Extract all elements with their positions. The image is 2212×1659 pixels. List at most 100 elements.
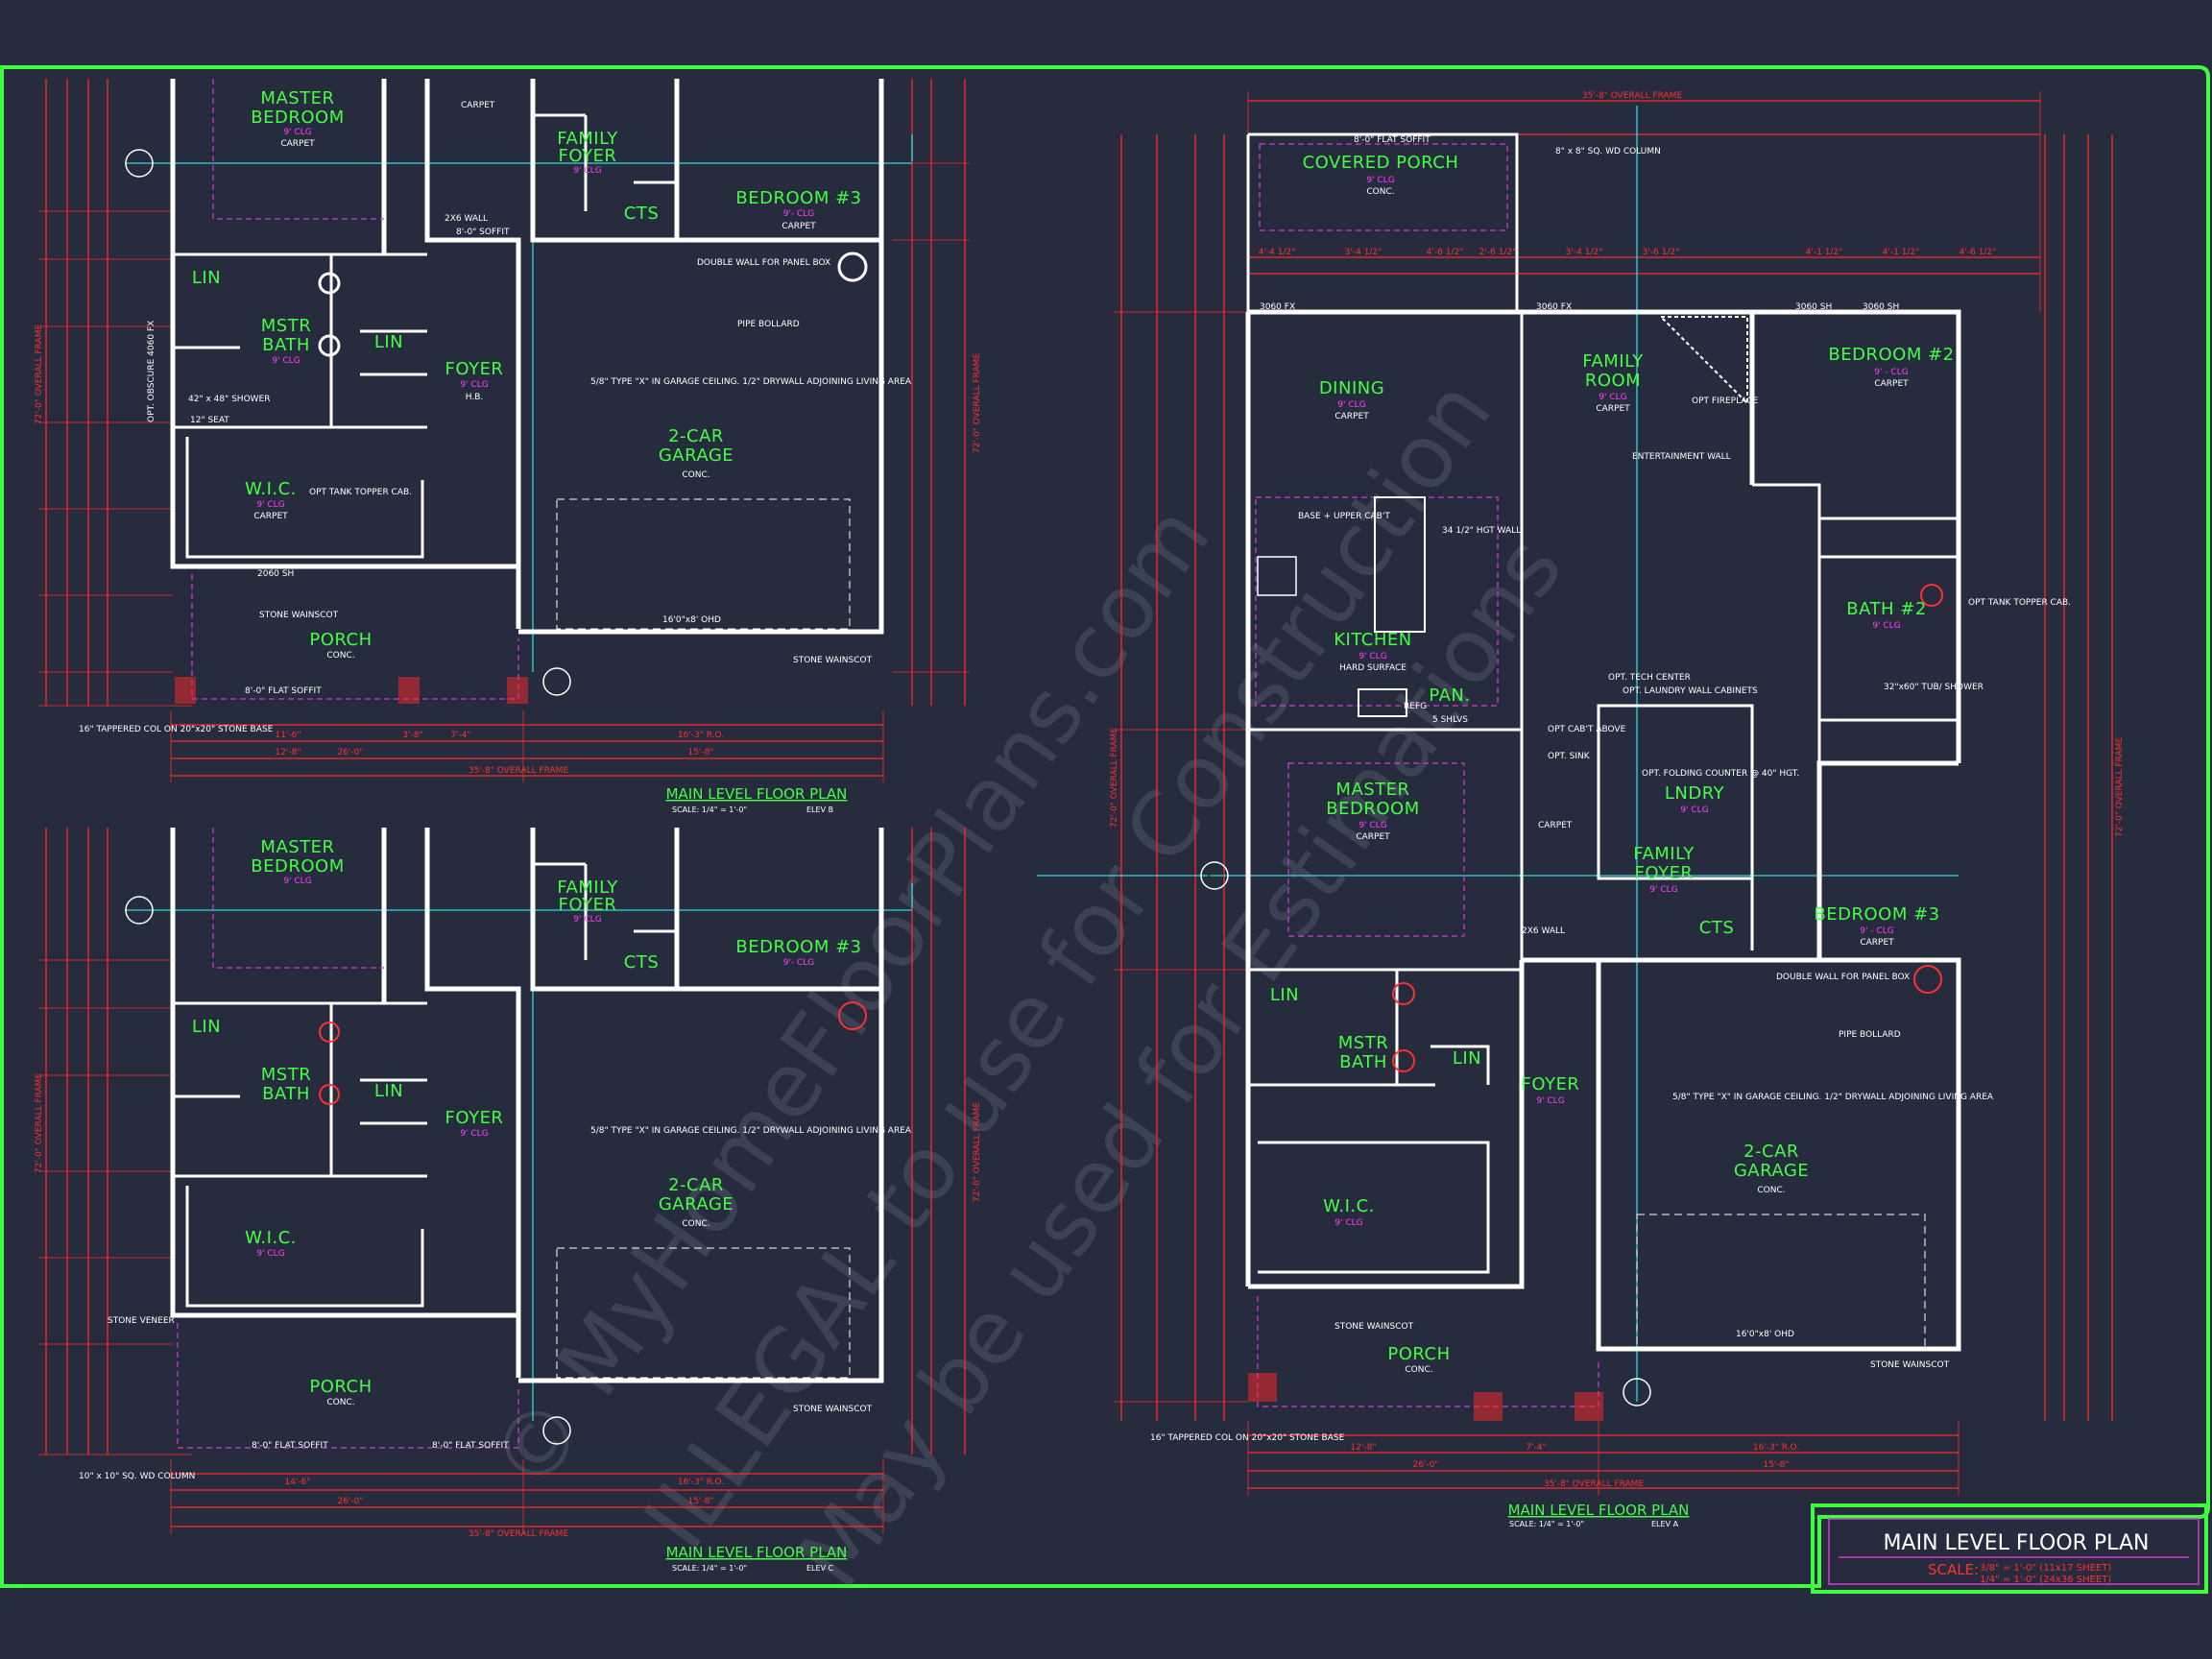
svg-text:HARD SURFACE: HARD SURFACE xyxy=(1339,663,1407,673)
svg-text:15'-8": 15'-8" xyxy=(1763,1460,1789,1470)
svg-text:CARPET: CARPET xyxy=(1334,412,1369,421)
svg-text:8'-0" FLAT SOFFIT: 8'-0" FLAT SOFFIT xyxy=(252,1441,328,1451)
svg-text:72'-0" OVERALL FRAME: 72'-0" OVERALL FRAME xyxy=(2115,737,2125,838)
plan-elev-b: 11'-6" 3'-8" 12'-8" 7'-4" 16'-3" R.O. 26… xyxy=(35,79,982,814)
room-mstr-bath-1: MSTR xyxy=(1338,1033,1388,1053)
svg-text:BASE + UPPER CAB'T: BASE + UPPER CAB'T xyxy=(1298,512,1390,521)
room-bedroom-3: BEDROOM #3 xyxy=(1814,904,1939,925)
svg-text:CONC.: CONC. xyxy=(1366,187,1394,197)
plan-elev-c: 14'-6" 16'-3" R.O. 26'-0" 15'-8" 35'-8" … xyxy=(35,828,982,1573)
svg-text:5/8" TYPE "X" IN GARAGE CEILIN: 5/8" TYPE "X" IN GARAGE CEILING. 1/2" DR… xyxy=(1672,1093,1994,1102)
svg-text:OPT. LAUNDRY WALL CABINETS: OPT. LAUNDRY WALL CABINETS xyxy=(1623,686,1758,696)
svg-text:9' CLG: 9' CLG xyxy=(460,380,488,390)
svg-text:OPT. FOLDING COUNTER @ 40" HGT: OPT. FOLDING COUNTER @ 40" HGT. xyxy=(1642,769,1799,779)
svg-text:16'-3" R.O.: 16'-3" R.O. xyxy=(678,1478,724,1487)
svg-text:16" TAPPERED COL ON 20"x20" ST: 16" TAPPERED COL ON 20"x20" STONE BASE xyxy=(1150,1433,1345,1443)
svg-text:72'-0" OVERALL FRAME: 72'-0" OVERALL FRAME xyxy=(973,1102,982,1203)
room-master-bedroom-1: MASTER xyxy=(1335,780,1409,800)
room-mstr-bath-b1: MSTR xyxy=(261,316,311,336)
svg-text:CARPET: CARPET xyxy=(1860,938,1894,948)
svg-text:9' CLG: 9' CLG xyxy=(1358,821,1386,830)
room-wic-b: W.I.C. xyxy=(245,479,297,499)
svg-text:SCALE: 1/4" = 1'-0": SCALE: 1/4" = 1'-0" xyxy=(672,1564,747,1573)
svg-text:26'-0": 26'-0" xyxy=(1412,1460,1438,1470)
room-bedroom-3-b: BEDROOM #3 xyxy=(735,188,861,208)
room-master-bedroom-b1: MASTER xyxy=(260,88,334,108)
room-family-foyer-2: FOYER xyxy=(1635,863,1694,883)
room-porch: PORCH xyxy=(1387,1344,1450,1364)
svg-text:72'-0" OVERALL FRAME: 72'-0" OVERALL FRAME xyxy=(1110,728,1119,829)
svg-text:STONE WAINSCOT: STONE WAINSCOT xyxy=(1870,1360,1950,1370)
svg-text:SCALE: 1/4" = 1'-0": SCALE: 1/4" = 1'-0" xyxy=(1509,1520,1584,1528)
svg-text:DOUBLE WALL FOR PANEL BOX: DOUBLE WALL FOR PANEL BOX xyxy=(1776,973,1910,982)
svg-text:CARPET: CARPET xyxy=(781,222,816,231)
svg-text:9'- CLG: 9'- CLG xyxy=(783,958,815,968)
svg-text:15'-8": 15'-8" xyxy=(687,1497,713,1506)
svg-text:9' CLG: 9' CLG xyxy=(1536,1096,1564,1106)
svg-text:35'-8" OVERALL FRAME: 35'-8" OVERALL FRAME xyxy=(1544,1479,1645,1489)
svg-text:4'-4 1/2": 4'-4 1/2" xyxy=(1259,248,1296,257)
room-master-bedroom-b2: BEDROOM xyxy=(251,108,344,128)
svg-text:35'-8" OVERALL FRAME: 35'-8" OVERALL FRAME xyxy=(1582,91,1683,101)
svg-text:CONC.: CONC. xyxy=(1757,1186,1785,1195)
svg-text:CARPET: CARPET xyxy=(253,512,288,521)
room-garage-2: GARAGE xyxy=(1734,1161,1809,1181)
svg-text:9' CLG: 9' CLG xyxy=(1337,400,1365,410)
svg-text:8" x 8" SQ. WD COLUMN: 8" x 8" SQ. WD COLUMN xyxy=(1555,147,1661,156)
room-lin-b: LIN xyxy=(192,268,221,288)
svg-text:16'0"x8' OHD: 16'0"x8' OHD xyxy=(1736,1330,1794,1339)
svg-text:OPT TANK TOPPER CAB.: OPT TANK TOPPER CAB. xyxy=(309,488,412,497)
svg-text:32"x60" TUB/ SHOWER: 32"x60" TUB/ SHOWER xyxy=(1884,683,1984,692)
svg-text:9' CLG: 9' CLG xyxy=(256,1249,284,1259)
svg-text:LIN: LIN xyxy=(374,1081,403,1101)
svg-text:CTS: CTS xyxy=(624,952,660,973)
svg-text:CARPET: CARPET xyxy=(1538,821,1573,830)
room-lin2-b: LIN xyxy=(374,332,403,352)
svg-text:9' - CLG: 9' - CLG xyxy=(1874,368,1908,377)
svg-text:ENTERTAINMENT WALL: ENTERTAINMENT WALL xyxy=(1632,452,1731,462)
room-covered-porch: COVERED PORCH xyxy=(1303,153,1459,173)
svg-text:1/4" = 1'-0" (24x36 SHEET): 1/4" = 1'-0" (24x36 SHEET) xyxy=(1980,1575,2111,1585)
svg-text:OPT FIREPLACE: OPT FIREPLACE xyxy=(1692,397,1759,406)
svg-text:9' - CLG: 9' - CLG xyxy=(1860,926,1893,936)
svg-text:4'-1 1/2": 4'-1 1/2" xyxy=(1806,248,1843,257)
room-garage-b2: GARAGE xyxy=(659,445,733,466)
title-block-title: MAIN LEVEL FLOOR PLAN xyxy=(1884,1531,2150,1555)
svg-text:CARPET: CARPET xyxy=(1356,832,1390,842)
svg-text:9' CLG: 9' CLG xyxy=(573,166,601,176)
svg-text:STONE VENEER: STONE VENEER xyxy=(108,1316,175,1326)
svg-text:12'-8": 12'-8" xyxy=(275,748,301,757)
svg-text:OPT. TECH CENTER: OPT. TECH CENTER xyxy=(1608,673,1691,683)
svg-text:2X6 WALL: 2X6 WALL xyxy=(1522,926,1565,936)
svg-text:9' CLG: 9' CLG xyxy=(1358,652,1386,661)
svg-text:3'-4 1/2": 3'-4 1/2" xyxy=(1566,248,1603,257)
svg-text:CONC.: CONC. xyxy=(326,651,354,661)
svg-text:OPT. SINK: OPT. SINK xyxy=(1548,752,1591,761)
svg-text:BATH: BATH xyxy=(262,1084,310,1104)
room-porch-b: PORCH xyxy=(309,630,372,650)
svg-text:5 SHLVS: 5 SHLVS xyxy=(1432,715,1468,725)
overall-frame-dim: 35'-8" OVERALL FRAME xyxy=(469,766,569,776)
title-block-scale-label: SCALE: xyxy=(1928,1561,1979,1578)
watermark: © MyHomeFloorPlans.com ILLEGAL to use fo… xyxy=(470,362,1582,1605)
svg-text:9' CLG: 9' CLG xyxy=(1872,621,1900,631)
svg-text:9' CLG: 9' CLG xyxy=(573,915,601,925)
svg-text:FOYER: FOYER xyxy=(559,895,617,915)
room-pantry: PAN. xyxy=(1429,685,1470,706)
svg-text:5/8" TYPE "X" IN GARAGE CEILIN: 5/8" TYPE "X" IN GARAGE CEILING. 1/2" DR… xyxy=(590,1126,912,1136)
watermark-line-2: ILLEGAL to use for Construction xyxy=(624,362,1511,1567)
svg-text:72'-0" OVERALL FRAME: 72'-0" OVERALL FRAME xyxy=(35,1073,44,1174)
svg-text:ELEV A: ELEV A xyxy=(1651,1520,1679,1528)
room-foyer: FOYER xyxy=(1522,1074,1580,1094)
svg-text:7'-4": 7'-4" xyxy=(1526,1443,1546,1453)
svg-text:7'-4": 7'-4" xyxy=(450,731,470,740)
plan-a-title: MAIN LEVEL FLOOR PLAN xyxy=(1508,1502,1690,1519)
svg-text:9' CLG: 9' CLG xyxy=(1366,176,1394,185)
svg-text:15'-8": 15'-8" xyxy=(687,748,713,757)
svg-text:REFG: REFG xyxy=(1404,702,1427,711)
svg-text:9' CLG: 9' CLG xyxy=(1649,885,1677,895)
svg-text:STONE WAINSCOT: STONE WAINSCOT xyxy=(793,656,873,665)
svg-text:BEDROOM #3: BEDROOM #3 xyxy=(735,937,861,957)
plan-elev-a: 35'-8" OVERALL FRAME 4'-4 1/2" 3'-4 1/2"… xyxy=(1037,91,2125,1528)
svg-text:2060 SH: 2060 SH xyxy=(257,569,294,579)
